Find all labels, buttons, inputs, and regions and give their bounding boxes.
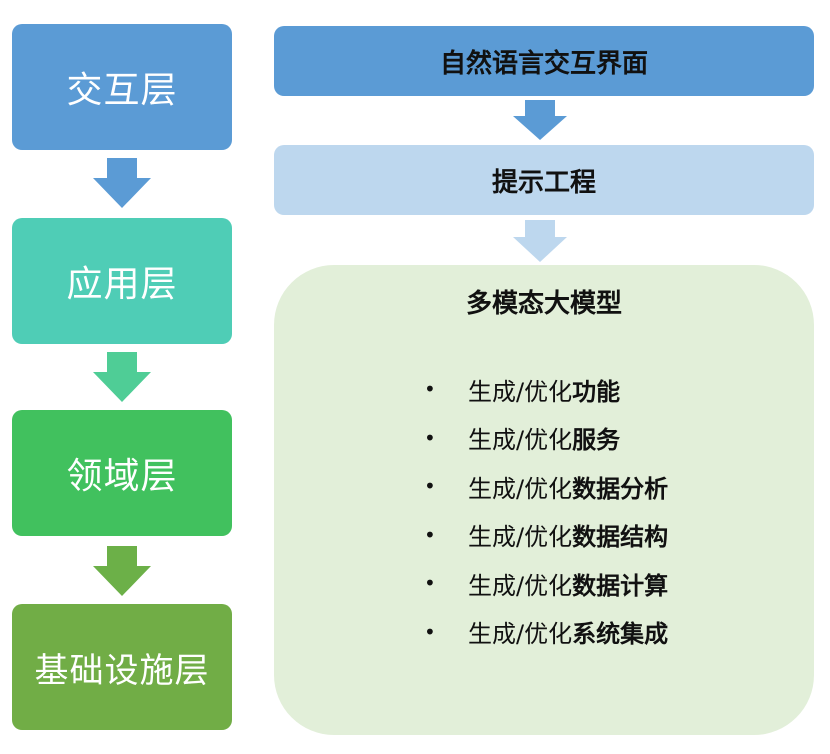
down-arrow-icon — [93, 158, 151, 208]
prompt-engineering-label: 提示工程 — [491, 167, 596, 198]
item-prefix: 生成/优化 — [468, 474, 573, 503]
item-prefix: 生成/优化 — [468, 620, 573, 649]
item-suffix: 系统集成 — [572, 620, 669, 649]
bullet-icon: • — [424, 522, 436, 547]
interaction-layer-box: 交互层 — [12, 24, 232, 150]
bullet-icon: • — [424, 377, 436, 402]
item-suffix: 功能 — [572, 377, 621, 406]
down-arrow-icon — [511, 220, 569, 270]
down-arrow-icon — [93, 546, 151, 596]
list-item: • 生成/优化功能 — [424, 365, 668, 414]
list-item: • 生成/优化数据分析 — [424, 462, 668, 511]
domain-layer-label: 领域层 — [66, 456, 178, 497]
natural-language-interface-label: 自然语言交互界面 — [439, 48, 648, 79]
bullet-icon: • — [424, 474, 436, 499]
down-arrow-icon — [93, 352, 151, 402]
multimodal-model-title: 多模态大模型 — [465, 289, 622, 319]
bullet-icon: • — [424, 619, 436, 644]
list-item: • 生成/优化系统集成 — [424, 608, 668, 657]
down-arrow-icon — [511, 100, 569, 150]
multimodal-model-box: 多模态大模型 • 生成/优化功能 • 生成/优化服务 • 生成/优化数据分析 •… — [274, 265, 814, 735]
application-layer-box: 应用层 — [12, 218, 232, 344]
infrastructure-layer-box: 基础设施层 — [12, 604, 232, 730]
domain-layer-box: 领域层 — [12, 410, 232, 536]
list-item: • 生成/优化数据计算 — [424, 559, 668, 608]
item-suffix: 服务 — [572, 426, 621, 455]
interaction-layer-label: 交互层 — [66, 70, 178, 111]
item-suffix: 数据分析 — [572, 474, 669, 503]
item-prefix: 生成/优化 — [468, 377, 573, 406]
bullet-icon: • — [424, 425, 436, 450]
item-suffix: 数据计算 — [572, 571, 669, 600]
capability-list: • 生成/优化功能 • 生成/优化服务 • 生成/优化数据分析 • 生成/优化数… — [424, 365, 668, 656]
item-prefix: 生成/优化 — [468, 571, 573, 600]
application-layer-label: 应用层 — [66, 264, 178, 305]
item-suffix: 数据结构 — [572, 523, 669, 552]
list-item: • 生成/优化服务 — [424, 414, 668, 463]
item-prefix: 生成/优化 — [468, 523, 573, 552]
item-prefix: 生成/优化 — [468, 426, 573, 455]
infrastructure-layer-label: 基础设施层 — [34, 650, 210, 691]
natural-language-interface-box: 自然语言交互界面 — [274, 26, 814, 96]
bullet-icon: • — [424, 571, 436, 596]
prompt-engineering-box: 提示工程 — [274, 145, 814, 215]
list-item: • 生成/优化数据结构 — [424, 511, 668, 560]
